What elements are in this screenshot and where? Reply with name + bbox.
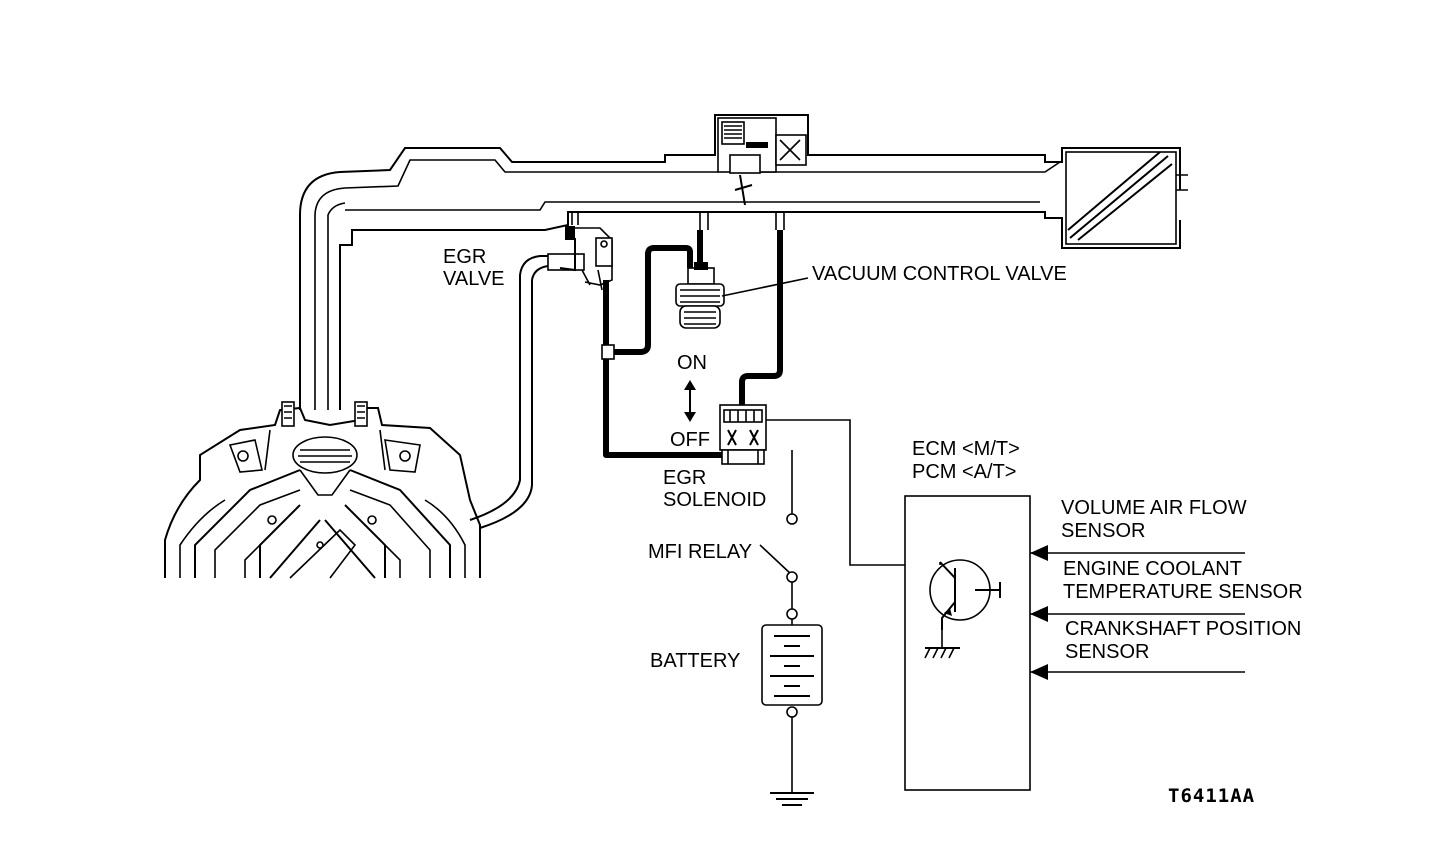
egr-solenoid-label-line2: SOLENOID [663, 489, 766, 511]
intake-duct [299, 114, 1188, 410]
engine-coolant-temperature-sensor-label-line2: TEMPERATURE SENSOR [1063, 581, 1303, 603]
vacuum-control-valve-label: VACUUM CONTROL VALVE [812, 263, 1067, 285]
vacuum-hoses [601, 230, 783, 458]
engine-coolant-temperature-sensor-label-line1: ENGINE COOLANT [1063, 558, 1242, 580]
mfi-relay-label: MFI RELAY [648, 541, 752, 563]
on-off-arrow [684, 380, 696, 422]
egr-solenoid-label-line1: EGR [663, 467, 706, 489]
idle-air-control-assembly [717, 117, 807, 206]
battery-label: BATTERY [650, 650, 740, 672]
egr-valve [547, 226, 613, 291]
on-label: ON [677, 352, 707, 374]
egr-passage-tube [469, 255, 560, 529]
ecm-label: ECM <M/T> [912, 438, 1020, 460]
engine-block [164, 401, 481, 579]
volume-air-flow-sensor-label-line2: SENSOR [1061, 520, 1145, 542]
vacuum-control-valve [675, 262, 809, 329]
volume-air-flow-sensor-label-line1: VOLUME AIR FLOW [1061, 497, 1247, 519]
egr-valve-label-line2: VALVE [443, 268, 505, 290]
electrical-wiring [759, 419, 950, 806]
pcm-label: PCM <A/T> [912, 461, 1016, 483]
egr-valve-label-line1: EGR [443, 246, 486, 268]
ecm-pcm-unit [904, 495, 1245, 791]
off-label: OFF [670, 429, 710, 451]
crankshaft-position-sensor-label-line1: CRANKSHAFT POSITION [1065, 618, 1301, 640]
figure-code: T6411AA [1168, 785, 1255, 807]
crankshaft-position-sensor-label-line2: SENSOR [1065, 641, 1149, 663]
egr-solenoid [719, 404, 767, 465]
